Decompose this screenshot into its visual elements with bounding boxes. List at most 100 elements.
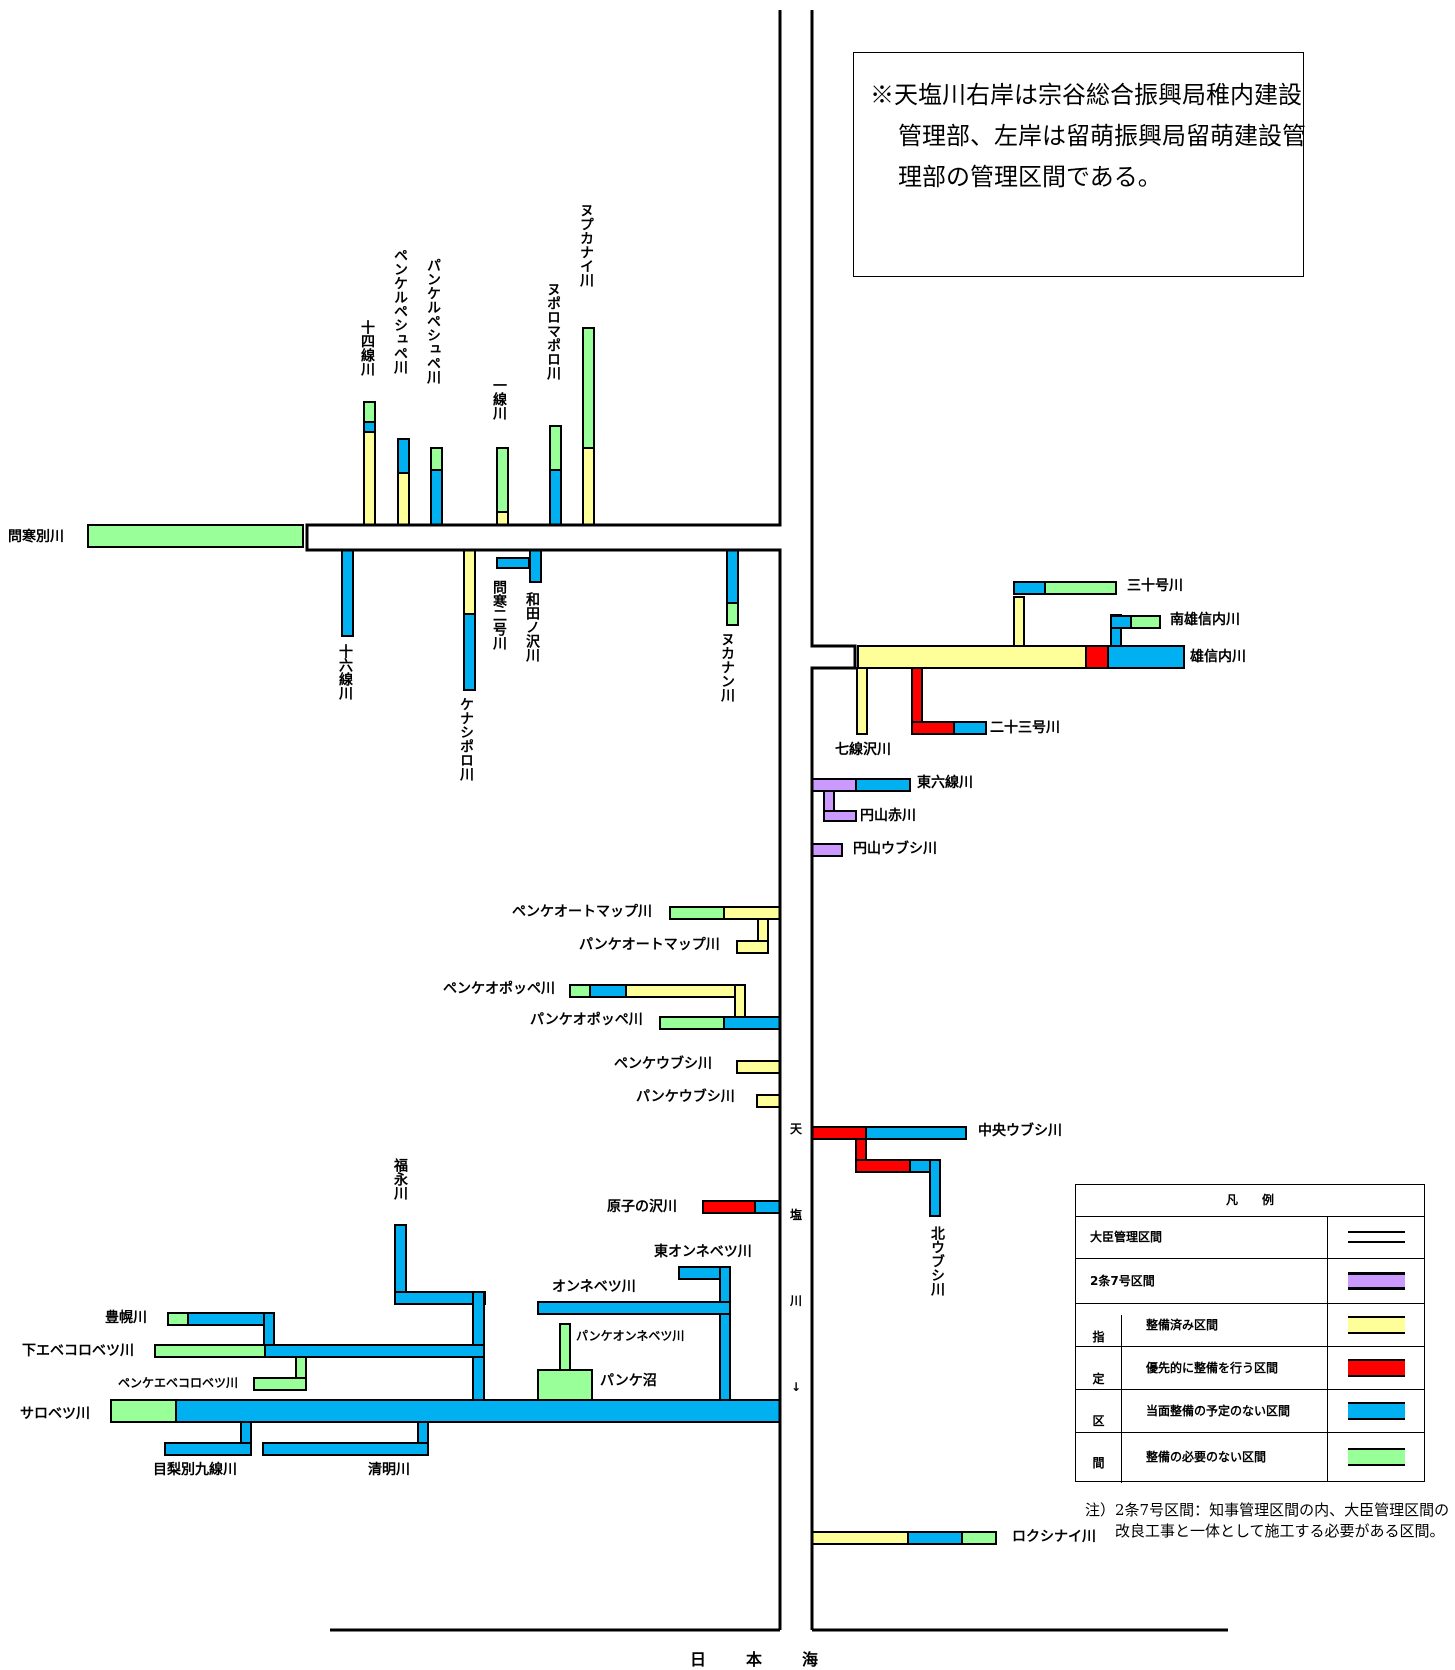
label-minamiyuushinnai: 南雄信内川 — [1170, 611, 1240, 628]
label-penkeebekorobetsu: ペンケエベコロベツ川 — [118, 1376, 238, 1390]
segment-penkerupeshupe-y — [397, 472, 410, 526]
label-higashionnebetsu: 東オンネベツ川 — [654, 1243, 752, 1260]
label-toyohoro: 豊幌川 — [105, 1309, 147, 1326]
label-kenashiporo: ケナシポロ川 — [458, 697, 475, 781]
label-nukanan: ヌカナン川 — [719, 632, 736, 702]
legend-row-noneed: 整備の必要のない区間 — [1076, 1433, 1424, 1481]
segment-onnebetsu-h — [537, 1301, 731, 1315]
label-penkeopoppe: ペンケオポッペ川 — [443, 980, 555, 997]
segment-pankeopoppe-b — [723, 1016, 781, 1030]
label-kitaubushi: 北ウブシ川 — [929, 1226, 946, 1296]
segment-nijusango-r — [911, 667, 923, 729]
segment-penkeopoppe-b — [589, 984, 627, 998]
teshio-main-river — [305, 10, 1228, 1632]
label-menashibetsu: 目梨別九線川 — [153, 1461, 237, 1478]
label-toikanbetsu: 問寒別川 — [8, 528, 64, 545]
segment-penkeotomappu-g — [669, 906, 725, 920]
segment-jurokusen — [341, 549, 354, 637]
legend-designated-group: 指 定 区 間 — [1076, 1315, 1122, 1483]
legend-noplan-label: 当面整備の予定のない区間 — [1146, 1404, 1291, 1418]
label-pankenuma: パンケ沼 — [600, 1373, 657, 1389]
segment-penkeotomappu-y — [723, 906, 781, 920]
river-network-diagram: 天 塩 川 ↓ 問寒別川 三十号川 南雄信内川 雄信内川 七線沢川 二十三号川 … — [8, 10, 1246, 1632]
label-issen: 一線川 — [491, 378, 508, 420]
legend-noneed-label: 整備の必要のない区間 — [1146, 1450, 1267, 1464]
segment-harakonosawa-b — [754, 1200, 781, 1214]
segment-chuoubushi-b — [865, 1126, 967, 1140]
label-jurokusen: 十六線川 — [337, 643, 354, 700]
segment-nupukanai-g — [582, 327, 595, 449]
segment-kitaubushi-bv — [929, 1159, 941, 1217]
main-river-arrow: ↓ — [791, 1380, 801, 1394]
segment-higashirokusen-p — [811, 778, 857, 792]
segment-penkeopoppe-y — [625, 984, 745, 998]
legend-row-noplan: 当面整備の予定のない区間 — [1076, 1390, 1424, 1433]
legend-designated-char-4: 間 — [1092, 1455, 1105, 1470]
legend-improved-label: 整備済み区間 — [1146, 1318, 1219, 1332]
segment-pankerupeshupe-g — [430, 447, 443, 471]
teshio-right-bank — [810, 10, 857, 1630]
legend-noneed-swatch — [1348, 1448, 1405, 1466]
segment-nuporomaporo-g — [549, 425, 562, 471]
segment-yuushinnai-b — [1107, 645, 1185, 669]
segment-seimei-h — [262, 1442, 429, 1456]
legend-minister-label: 大臣管理区間 — [1090, 1230, 1163, 1244]
segment-shimoebekorobetsu-g — [154, 1344, 266, 1358]
segment-kenashiporo-y — [463, 549, 476, 615]
label-nijusango: 二十三号川 — [990, 719, 1060, 736]
segment-pankeonnebetsu-v — [559, 1323, 571, 1375]
label-yuushinnai: 雄信内川 — [1189, 648, 1246, 665]
label-nanasensawa: 七線沢川 — [835, 741, 891, 758]
segment-jushisen-y — [363, 431, 376, 526]
segment-minamiyuushinnai-bh — [1110, 615, 1132, 629]
label-wadanosawa: 和田ノ沢川 — [524, 592, 541, 662]
main-river-char-1: 天 — [790, 1122, 803, 1136]
segment-shimoebekorobetsu-b — [264, 1344, 485, 1358]
legend-row-improved: 整備済み区間 — [1076, 1304, 1424, 1347]
label-pankeubushi: パンケウブシ川 — [636, 1088, 735, 1105]
segment-issen-g — [496, 447, 509, 513]
segment-penkeopoppe-v — [734, 984, 746, 1022]
legend-minister-swatch — [1348, 1231, 1405, 1243]
segment-penkeubushi — [736, 1060, 781, 1074]
legend-row-minister: 大臣管理区間 — [1076, 1216, 1424, 1259]
label-onnebetsu: オンネベツ川 — [552, 1279, 636, 1295]
label-penkeubushi: ペンケウブシ川 — [614, 1055, 712, 1072]
segment-sarobetsu-b — [175, 1399, 781, 1423]
segment-maruyamaaka-ph — [823, 810, 857, 822]
legend-title: 凡 例 — [1076, 1185, 1424, 1217]
segment-pankeotomappu-h — [736, 940, 769, 954]
segment-pankeopoppe-g — [659, 1016, 725, 1030]
segment-pankerupeshupe-b — [430, 469, 443, 526]
label-jushisen: 十四線川 — [359, 319, 376, 376]
segment-penkerupeshupe-b — [397, 438, 410, 474]
segment-higashionnebetsu-v — [719, 1266, 731, 1401]
segment-nukanan-g — [726, 602, 739, 626]
segment-rokushinai-b — [907, 1531, 963, 1545]
segment-rokushinai-g — [961, 1531, 997, 1545]
label-shimoebekorobetsu: 下エベコロベツ川 — [22, 1343, 134, 1359]
label-penkerupeshupe: ペンケルペシュペ川 — [392, 248, 409, 374]
segment-nuporomaporo-b — [549, 469, 562, 526]
segment-toyohoro-b — [187, 1312, 275, 1326]
segment-fukunaga-h — [394, 1291, 486, 1305]
legend-improved-swatch — [1348, 1316, 1405, 1334]
label-toikanni: 問寒二号川 — [491, 580, 508, 650]
legend-row-priority: 優先的に整備を行う区間 — [1076, 1347, 1424, 1390]
label-sarobetsu: サロベツ川 — [20, 1406, 90, 1422]
jurisdiction-note: ※天塩川右岸は宗谷総合振興局稚内建設管理部、左岸は留萌振興局留萌建設管理部の管理… — [853, 52, 1306, 277]
main-river-char-3: 川 — [789, 1294, 802, 1308]
segment-maruyamaubushi — [811, 843, 843, 857]
label-seimei: 清明川 — [368, 1461, 410, 1478]
segment-nanasensawa — [856, 667, 868, 735]
segment-pankeubushi — [756, 1094, 781, 1108]
segment-yuushinnai-r — [1085, 645, 1109, 669]
footnote: 注）2条7号区間：知事管理区間の内、大臣管理区間の改良工事と一体として施工する必… — [1085, 1501, 1450, 1540]
main-river-char-2: 塩 — [790, 1207, 802, 1222]
segment-sanjugo-g — [1044, 581, 1117, 595]
legend: 凡 例 大臣管理区間 2条7号区間 指 定 区 間 整備済み区間 優先的に整備を… — [1075, 1184, 1425, 1483]
segment-sanjugo-b — [1013, 581, 1046, 595]
legend-priority-label: 優先的に整備を行う区間 — [1146, 1361, 1279, 1375]
teshio-left-bank — [305, 10, 782, 1630]
label-fukunaga: 福永川 — [392, 1157, 409, 1200]
